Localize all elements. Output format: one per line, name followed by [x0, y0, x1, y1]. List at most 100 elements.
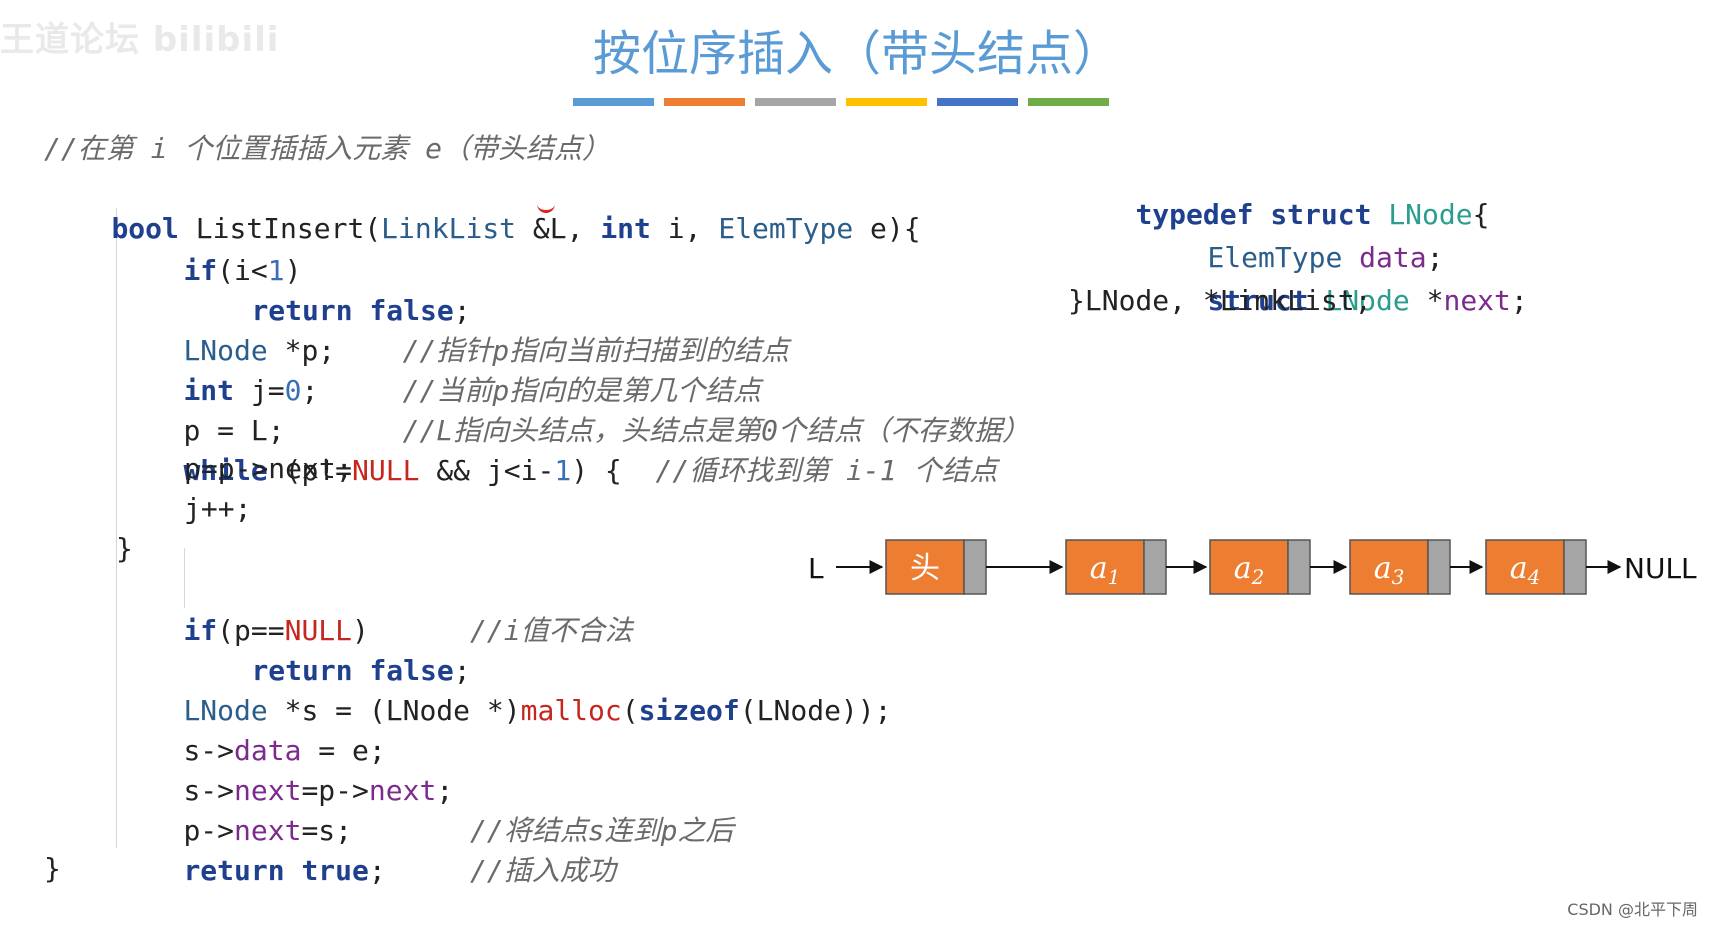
node-data-cell — [1485, 539, 1565, 595]
code-token: data — [1359, 241, 1427, 274]
node-a3: a3 — [1349, 539, 1451, 595]
code-comment: //插入成功 — [470, 854, 616, 887]
code-line-5: LNode *p; //指针p指向当前扫描到的结点 — [116, 288, 789, 367]
node-label: a4 — [1510, 551, 1541, 589]
code-token: return — [183, 854, 285, 887]
code-line-15: s->data = e; — [116, 688, 385, 767]
code-line-16: s->next=p->next; — [116, 728, 453, 807]
code-token: LNode — [183, 694, 268, 727]
code-line-6: int j=0; //当前p指向的是第几个结点 — [116, 328, 761, 407]
code-comment: //指针p指向当前扫描到的结点 — [402, 334, 790, 367]
code-token: true — [301, 854, 369, 887]
node-a2: a2 — [1209, 539, 1311, 595]
code-token: NULL — [284, 614, 353, 647]
node-pointer-cell — [1143, 539, 1167, 595]
code-token: data — [234, 734, 302, 767]
code-token: =s; — [301, 814, 471, 847]
code-line-14: LNode *s = (LNode *)malloc(sizeof(LNode)… — [116, 648, 891, 727]
node-label: a3 — [1374, 551, 1405, 589]
code-token: sizeof — [638, 694, 740, 727]
code-token: 1 — [554, 454, 572, 487]
color-bar — [755, 98, 836, 106]
code-token: ( — [621, 694, 639, 727]
code-token: (p== — [217, 614, 285, 647]
node-pointer-cell — [963, 539, 987, 595]
node-data-cell — [1065, 539, 1145, 595]
node-data-cell — [885, 539, 965, 595]
node-pointer-cell — [1427, 539, 1451, 595]
code-comment: //当前p指向的是第几个结点 — [402, 374, 762, 407]
code-token: next — [1443, 284, 1511, 317]
code-line-18: return true; //插入成功 — [116, 808, 615, 887]
code-token: malloc — [520, 694, 622, 727]
code-token: ; — [368, 854, 471, 887]
code-token: &L, — [516, 212, 601, 245]
code-token: p = L; — [183, 414, 403, 447]
code-token: (i< — [217, 254, 268, 287]
code-token: LinkList — [381, 212, 517, 245]
struct-line-2: ElemType data; — [1140, 193, 1443, 274]
code-token: ; — [453, 294, 471, 327]
code-token: if — [183, 254, 218, 287]
code-token: struct — [1207, 284, 1309, 317]
page-title: 按位序插入（带头结点） — [592, 26, 1121, 82]
code-comment: //将结点s连到p之后 — [470, 814, 734, 847]
code-token: ; — [301, 374, 403, 407]
code-token: i, — [650, 212, 719, 245]
node-pointer-cell — [1563, 539, 1587, 595]
code-comment: //循环找到第 i-1 个结点 — [655, 454, 998, 487]
pointer-label-L: L — [808, 552, 824, 585]
head-node: 头 — [885, 539, 987, 595]
code-token: return — [251, 294, 353, 327]
code-line-11: } — [116, 532, 133, 565]
color-bar — [937, 98, 1018, 106]
code-token: typedef — [1135, 198, 1254, 231]
code-token: next — [234, 814, 302, 847]
node-a4: a4 — [1485, 539, 1587, 595]
code-line-7: p = L; //L指向头结点，头结点是第0个结点（不存数据） — [116, 368, 1030, 447]
code-line-12: if(p==NULL) //i值不合法 — [116, 568, 632, 647]
color-bar — [664, 98, 745, 106]
code-token: ) { — [571, 454, 656, 487]
code-token: && j<i- — [419, 454, 555, 487]
code-token: * — [1409, 284, 1444, 317]
watermark: 王道论坛 bilibili — [0, 20, 280, 60]
code-token: int — [183, 374, 235, 407]
indent-guide — [116, 208, 117, 848]
color-bar — [846, 98, 927, 106]
code-token: ; — [1426, 241, 1444, 274]
code-line-8: while (p!=NULL && j<i-1) { //循环找到第 i-1 个… — [116, 408, 997, 487]
code-token: return — [251, 654, 353, 687]
struct-line-4: }LNode, *LinkList; — [1068, 284, 1372, 317]
code-line-19: } — [44, 852, 61, 885]
code-line-10: j++; — [184, 492, 252, 525]
node-pointer-cell — [1287, 539, 1311, 595]
code-token: LNode — [1388, 198, 1473, 231]
code-token: ; — [453, 654, 471, 687]
code-token: ListInsert( — [178, 212, 382, 245]
code-token: { — [1472, 198, 1490, 231]
code-comment: //i值不合法 — [470, 614, 633, 647]
code-token: ; — [436, 774, 454, 807]
code-token: ) — [352, 614, 471, 647]
code-token: (LNode)); — [739, 694, 892, 727]
code-token: LNode — [183, 334, 268, 367]
node-label: a2 — [1234, 551, 1265, 589]
code-token: p-> — [183, 814, 235, 847]
code-token: ElemType — [718, 212, 854, 245]
code-token: *p; — [267, 334, 403, 367]
code-line-2: bool ListInsert(LinkList &L, int i, Elem… — [44, 166, 920, 245]
code-token: ElemType — [1207, 241, 1343, 274]
code-token: NULL — [352, 454, 420, 487]
code-token: s-> — [183, 774, 235, 807]
code-token: 0 — [284, 374, 302, 407]
null-label: NULL — [1624, 552, 1697, 585]
code-token: struct — [1270, 198, 1372, 231]
color-bar-strip — [573, 98, 1109, 106]
code-line-17: p->next=s; //将结点s连到p之后 — [116, 768, 733, 847]
code-token: j= — [234, 374, 285, 407]
code-line-1: //在第 i 个位置插插入元素 e（带头结点） — [44, 132, 611, 165]
node-a1: a1 — [1065, 539, 1167, 595]
code-token: false — [369, 654, 454, 687]
